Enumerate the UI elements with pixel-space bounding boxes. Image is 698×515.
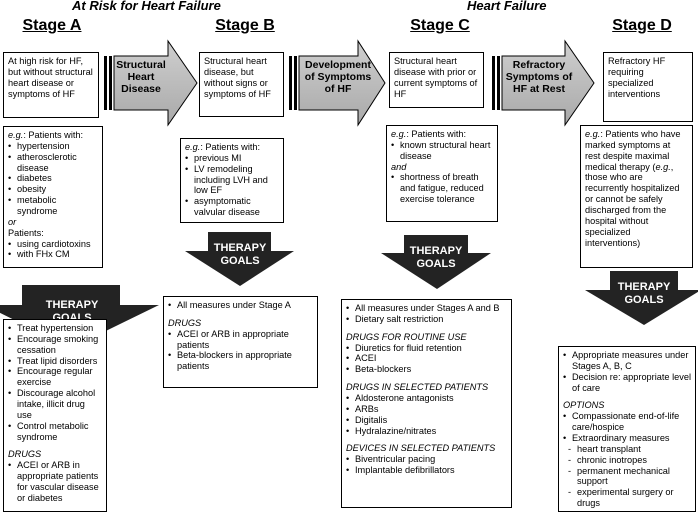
list-item: Decision re: appropriate level of care (563, 372, 691, 394)
header-heart-failure: Heart Failure (467, 0, 547, 13)
stage-c-description: Structural heart disease with prior or c… (389, 52, 484, 108)
list-item: Digitalis (346, 415, 507, 426)
stage-d-description: Refractory HF requiring specialized inte… (603, 52, 693, 122)
therapy-arrow-d (585, 271, 698, 325)
list-item: Encourage smoking cessation (8, 334, 102, 356)
list-item: shortness of breath and fatigue, reduced… (391, 172, 493, 205)
list-item: Beta-blockers (346, 364, 507, 375)
stage-d-therapy: Appropriate measures under Stages A, B, … (558, 346, 696, 512)
list-item: Appropriate measures under Stages A, B, … (563, 350, 691, 372)
list-item: Diuretics for fluid retention (346, 343, 507, 354)
list-item: diabetes (8, 173, 98, 184)
list-item: Hydralazine/nitrates (346, 426, 507, 437)
list-item: All measures under Stage A (168, 300, 313, 311)
stage-c-title: Stage C (410, 17, 470, 34)
list-item: Implantable defibrillators (346, 465, 507, 476)
list-item: All measures under Stages A and B (346, 303, 507, 314)
list-item: hypertension (8, 141, 98, 152)
list-item: chronic inotropes (563, 455, 691, 466)
transition-arrow-cd (492, 39, 595, 127)
stage-b-title: Stage B (215, 17, 275, 34)
list-item: ARBs (346, 404, 507, 415)
list-item: ACEI or ARB in appropriate patients (168, 329, 313, 351)
list-item: with FHx CM (8, 249, 98, 260)
list-item: Control metabolic syndrome (8, 421, 102, 443)
list-item: using cardiotoxins (8, 239, 98, 250)
stage-d-title: Stage D (612, 17, 672, 34)
list-item: Compassionate end-of-life care/hospice (563, 411, 691, 433)
list-item: ACEI (346, 353, 507, 364)
stage-a-examples: e.g.: Patients with: hypertension athero… (3, 126, 103, 268)
list-item: asymptomatic valvular disease (185, 196, 279, 218)
stage-a-description: At high risk for HF, but without structu… (3, 52, 99, 118)
stage-b-description: Structural heart disease, but without si… (199, 52, 284, 117)
stage-d-examples: e.g.: Patients who have marked symptoms … (580, 125, 693, 268)
transition-arrow-ab (104, 39, 198, 127)
header-at-risk: At Risk for Heart Failure (72, 0, 221, 13)
list-item: Treat hypertension (8, 323, 102, 334)
list-item: known structural heart disease (391, 140, 493, 162)
stage-b-therapy: All measures under Stage A Drugs ACEI or… (163, 296, 318, 388)
list-item: LV remodeling including LVH and low EF (185, 164, 279, 197)
list-item: ACEI or ARB in appropriate patients for … (8, 460, 102, 503)
therapy-arrow-b (185, 232, 294, 286)
stage-a-title: Stage A (22, 17, 82, 34)
list-item: Dietary salt restriction (346, 314, 507, 325)
stage-c-examples: e.g.: Patients with: known structural he… (386, 125, 498, 222)
list-item: experimental surgery or drugs (563, 487, 691, 509)
list-item: Treat lipid disorders (8, 356, 102, 367)
stage-b-examples: e.g.: Patients with: previous MI LV remo… (180, 138, 284, 223)
list-item: metabolic syndrome (8, 195, 98, 217)
list-item: permanent mechanical support (563, 466, 691, 488)
list-item: Encourage regular exercise (8, 366, 102, 388)
list-item: Extraordinary measures (563, 433, 691, 444)
transition-arrow-bc (289, 39, 386, 127)
list-item: Discourage alcohol intake, illicit drug … (8, 388, 102, 421)
list-item: atherosclerotic disease (8, 152, 98, 174)
therapy-arrow-c (381, 235, 491, 289)
stage-c-therapy: All measures under Stages A and B Dietar… (341, 299, 512, 508)
list-item: previous MI (185, 153, 279, 164)
list-item: Aldosterone antagonists (346, 393, 507, 404)
list-item: Beta-blockers in appropriate patients (168, 350, 313, 372)
list-item: heart transplant (563, 444, 691, 455)
list-item: Biventricular pacing (346, 454, 507, 465)
list-item: obesity (8, 184, 98, 195)
stage-a-therapy: Treat hypertension Encourage smoking ces… (3, 319, 107, 512)
